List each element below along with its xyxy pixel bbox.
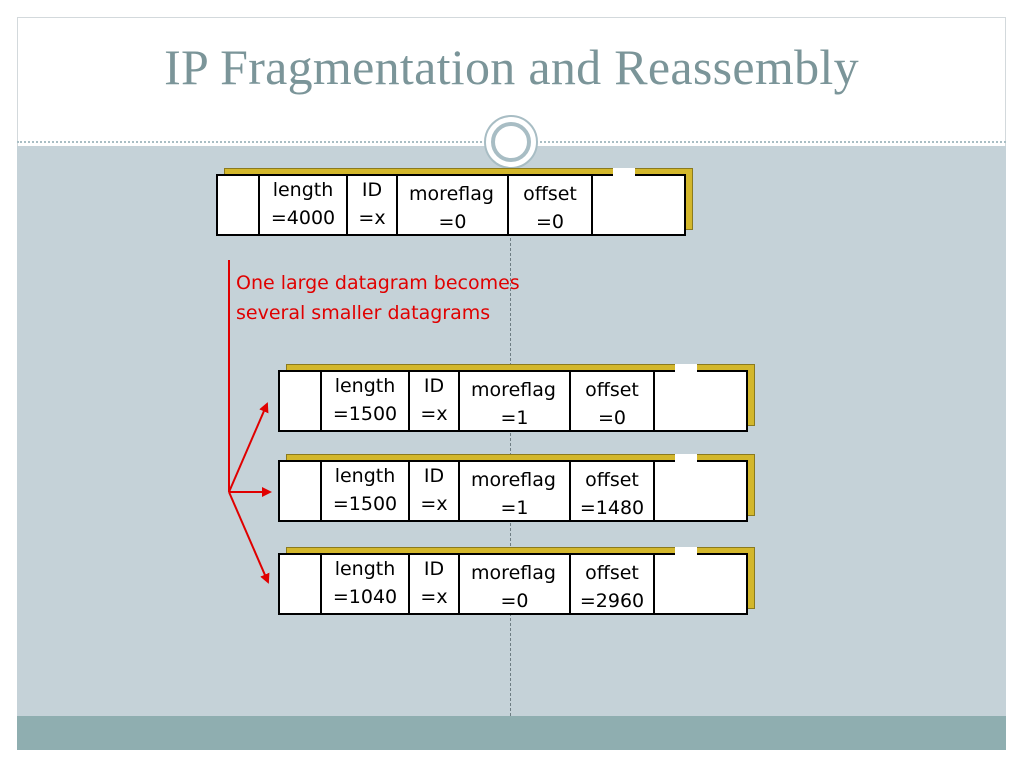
offset-value: =0 <box>535 211 564 233</box>
datagram-box: length =1500 ID =x moreflag =1 offset =1… <box>278 460 748 522</box>
offset-value: =2960 <box>579 590 645 612</box>
length-value: =1500 <box>332 493 398 515</box>
divider-circle-ornament <box>484 115 538 169</box>
id-value: =x <box>420 403 448 425</box>
field-divider <box>458 555 460 613</box>
offset-label: offset <box>585 469 639 491</box>
length-label: length <box>334 558 396 580</box>
offset-value: =1480 <box>579 497 645 519</box>
offset-value: =0 <box>597 407 626 429</box>
moreflag-value: =0 <box>438 211 467 233</box>
id-label: ID <box>423 465 445 487</box>
field-divider <box>408 555 410 613</box>
field-divider <box>653 372 655 430</box>
note-line-2: several smaller datagrams <box>236 302 491 324</box>
field-divider <box>320 555 322 613</box>
field-divider <box>320 462 322 520</box>
moreflag-label: moreflag <box>471 469 556 491</box>
field-divider <box>258 176 260 234</box>
length-label: length <box>272 179 334 201</box>
fragmentation-note: One large datagram becomes several small… <box>236 268 520 328</box>
field-divider <box>458 462 460 520</box>
fragment-datagram-2: length =1500 ID =x moreflag =1 offset =1… <box>278 454 758 524</box>
moreflag-label: moreflag <box>471 379 556 401</box>
field-divider <box>320 372 322 430</box>
length-label: length <box>334 375 396 397</box>
field-divider <box>408 372 410 430</box>
id-label: ID <box>423 558 445 580</box>
offset-label: offset <box>523 183 577 205</box>
field-divider <box>569 462 571 520</box>
arrow-to-fragment-1 <box>228 402 269 493</box>
fragment-datagram-1: length =1500 ID =x moreflag =1 offset =0 <box>278 364 758 434</box>
datagram-payload-marker <box>675 547 697 613</box>
arrow-to-fragment-3 <box>228 491 270 584</box>
moreflag-label: moreflag <box>471 562 556 584</box>
offset-label: offset <box>585 379 639 401</box>
datagram-box: length =1500 ID =x moreflag =1 offset =0 <box>278 370 748 432</box>
moreflag-label: moreflag <box>409 183 494 205</box>
field-divider <box>507 176 509 234</box>
field-divider <box>591 176 593 234</box>
original-datagram: length =4000 ID =x moreflag =0 offset =0 <box>216 168 696 238</box>
note-line-1: One large datagram becomes <box>236 272 520 294</box>
datagram-box: length =1040 ID =x moreflag =0 offset =2… <box>278 553 748 615</box>
datagram-payload-marker <box>675 364 697 430</box>
fragment-datagram-3: length =1040 ID =x moreflag =0 offset =2… <box>278 547 758 617</box>
field-divider <box>458 372 460 430</box>
moreflag-value: =1 <box>500 497 529 519</box>
id-value: =x <box>358 207 386 229</box>
datagram-payload-marker <box>675 454 697 520</box>
length-label: length <box>334 465 396 487</box>
length-value: =1500 <box>332 403 398 425</box>
id-label: ID <box>423 375 445 397</box>
datagram-box: length =4000 ID =x moreflag =0 offset =0 <box>216 174 686 236</box>
moreflag-value: =1 <box>500 407 529 429</box>
field-divider <box>653 462 655 520</box>
datagram-payload-marker <box>613 168 635 234</box>
bottom-bar <box>17 716 1006 750</box>
id-value: =x <box>420 586 448 608</box>
field-divider <box>396 176 398 234</box>
offset-label: offset <box>585 562 639 584</box>
id-label: ID <box>361 179 383 201</box>
field-divider <box>653 555 655 613</box>
field-divider <box>569 555 571 613</box>
length-value: =4000 <box>270 207 336 229</box>
length-value: =1040 <box>332 586 398 608</box>
id-value: =x <box>420 493 448 515</box>
moreflag-value: =0 <box>500 590 529 612</box>
field-divider <box>408 462 410 520</box>
field-divider <box>346 176 348 234</box>
slide-title: IP Fragmentation and Reassembly <box>164 39 859 95</box>
field-divider <box>569 372 571 430</box>
